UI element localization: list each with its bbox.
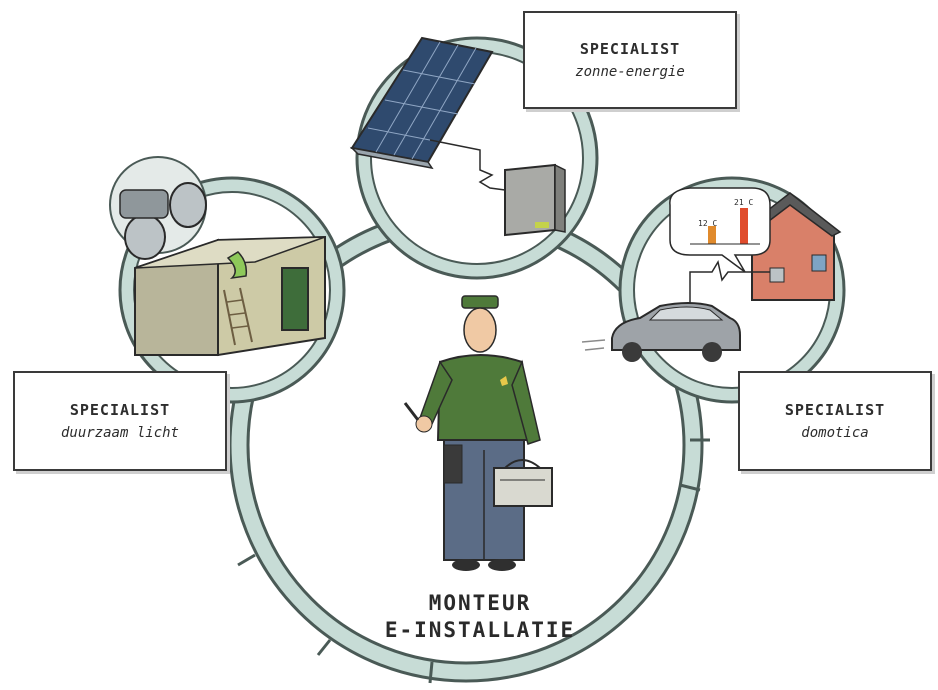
- specialist-lighting-title: SPECIALIST: [69, 401, 171, 419]
- lighting-circle: [109, 156, 346, 404]
- solar-panel-icon: [349, 36, 494, 170]
- toolbox-icon: [493, 459, 553, 507]
- specialist-solar-subtitle: zonne-energie: [575, 64, 685, 80]
- ladder-icon: [223, 287, 253, 346]
- spotlight-icon: [109, 156, 207, 260]
- center-title-line1: MONTEUR: [428, 591, 532, 615]
- center-title-line2: E-INSTALLATIE: [384, 618, 576, 642]
- specialist-domotica-box: SPECIALIST domotica: [738, 371, 932, 471]
- specialist-solar-box: SPECIALIST zonne-energie: [523, 11, 737, 109]
- thermostat-bubble: 12 C 21 C: [669, 187, 771, 273]
- room-icon: [134, 235, 326, 357]
- specialist-domotica-subtitle: domotica: [801, 425, 869, 441]
- specialist-solar-title: SPECIALIST: [579, 40, 681, 58]
- inverter-icon: [504, 163, 566, 237]
- car-icon: [581, 302, 741, 362]
- graph-label-right: 21 C: [734, 198, 753, 207]
- graph-label-left: 12 C: [698, 219, 717, 228]
- technician-figure: [403, 295, 553, 571]
- specialist-lighting-subtitle: duurzaam licht: [60, 425, 179, 441]
- specialist-lighting-box: SPECIALIST duurzaam licht: [13, 371, 227, 471]
- screwdriver-icon: [403, 402, 420, 421]
- specialist-domotica-title: SPECIALIST: [784, 401, 886, 419]
- domotica-circle: 12 C 21 C: [581, 176, 846, 404]
